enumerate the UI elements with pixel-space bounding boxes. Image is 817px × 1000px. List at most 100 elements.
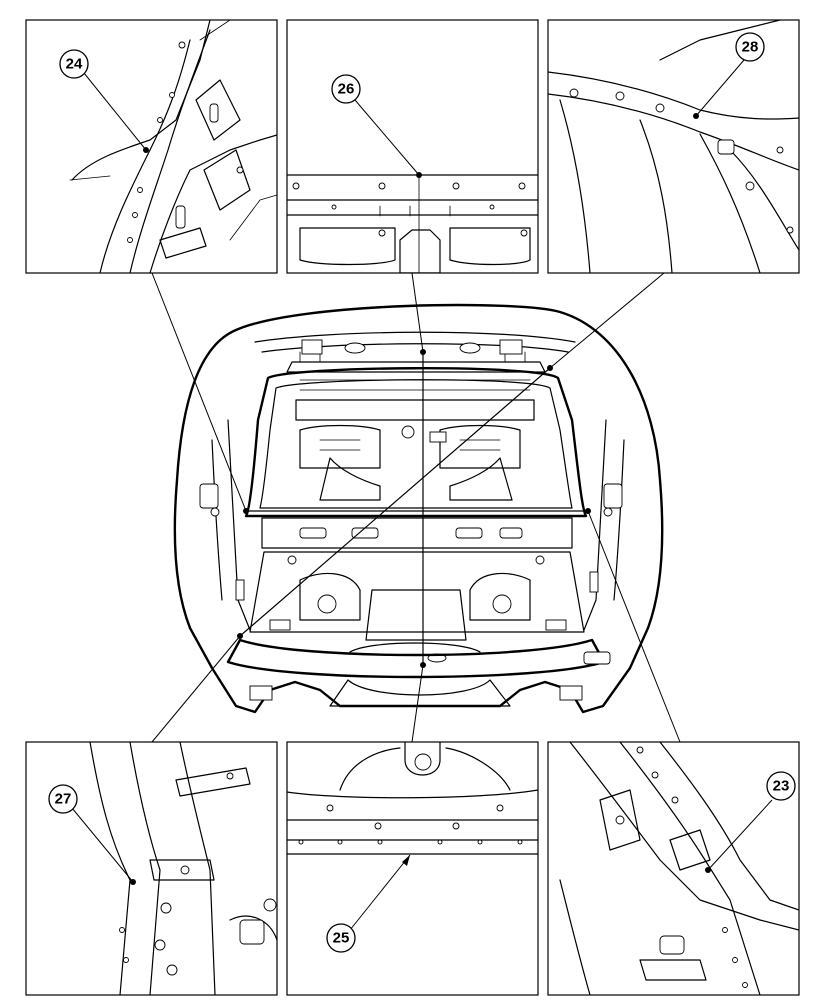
pillar-edge-27 <box>89 742 131 995</box>
bracket-upper <box>195 79 241 141</box>
detail-panel-26: 26 <box>286 19 539 274</box>
rear-window-lines <box>299 379 531 391</box>
leader-26 <box>411 272 424 353</box>
left-side-slot <box>235 579 245 601</box>
callout-circle-24 <box>59 49 89 79</box>
leader-25 <box>411 664 424 743</box>
detail-panel-28: 28 <box>547 19 800 274</box>
panel-seams-24 <box>69 20 231 181</box>
roof-rail-inner <box>548 93 799 171</box>
detail-frame-23 <box>547 741 800 996</box>
center-bracket <box>399 229 441 273</box>
floor-tab-left <box>269 619 291 631</box>
crossmember-brackets <box>299 351 526 363</box>
hole-25-5 <box>477 839 483 845</box>
spare-wheel-tub <box>329 679 511 707</box>
hole-23-5 <box>722 927 728 933</box>
hole-26-1 <box>292 182 300 190</box>
hole-23-7 <box>742 982 748 988</box>
hole-27-8 <box>123 957 129 963</box>
tailgate-opening <box>244 367 588 518</box>
hole-28-4 <box>745 181 755 191</box>
upper-rail-28 <box>659 20 781 61</box>
callout-label-24: 24 <box>66 56 83 73</box>
vehicle-rear-body <box>173 303 664 714</box>
hole-25-8 <box>374 822 382 830</box>
roof-edge-inner <box>261 343 569 353</box>
hole-25-7 <box>326 804 334 812</box>
callout-label-25: 25 <box>333 930 350 947</box>
pillar-edge-outer <box>71 20 211 181</box>
bracket-mid-23 <box>669 829 711 871</box>
left-lamp-bolt <box>210 507 220 517</box>
callout-leader-28 <box>695 59 745 117</box>
cross-panel-slot-4 <box>499 527 523 539</box>
callout-leader-24 <box>83 72 147 151</box>
pillar-flange-28 <box>729 149 799 251</box>
detail-leader-lines <box>151 272 681 743</box>
crossmember-marks <box>379 205 451 217</box>
right-side-slot <box>589 571 599 593</box>
slot-24b <box>209 103 219 123</box>
hole-24-1 <box>137 187 143 193</box>
pillar-flange-27 <box>129 742 161 995</box>
cross-panel-slot-3 <box>455 527 483 539</box>
detail-frame-25 <box>286 741 539 996</box>
seat-cushion-left <box>319 457 381 501</box>
callout-label-28: 28 <box>742 39 759 56</box>
bracket-mid <box>203 149 251 211</box>
callout-circle-25 <box>326 923 356 953</box>
inner-seam-24 <box>229 194 277 241</box>
center-tab-25 <box>404 742 441 776</box>
hole-28-1 <box>569 88 579 98</box>
leader-23 <box>587 510 681 743</box>
inner-edge-23 <box>659 742 799 911</box>
rear-panel <box>226 638 606 679</box>
hole-27-1 <box>226 772 234 780</box>
bracket-mid-27 <box>149 859 215 881</box>
pillar-edge-23 <box>569 742 799 931</box>
hole-23-4 <box>615 815 625 825</box>
hole-25-6 <box>517 839 523 845</box>
hole-23-6 <box>732 957 738 963</box>
left-lamp-recess <box>199 483 219 509</box>
hole-23-2 <box>651 771 659 779</box>
hole-28-5 <box>776 146 784 154</box>
right-bumper-mount <box>583 651 611 665</box>
callout-leader-23 <box>707 799 773 871</box>
hole-25-1 <box>298 839 304 845</box>
hole-27-3 <box>160 902 172 914</box>
hole-25-2 <box>337 839 343 845</box>
slot-23 <box>659 935 685 955</box>
hole-27-4 <box>154 939 166 951</box>
floor-drain-right <box>492 594 512 614</box>
spare-wheel-well-rim <box>365 589 467 641</box>
slot-24a <box>175 205 186 229</box>
detail-panel-27: 27 <box>25 741 278 996</box>
seat-back-right <box>439 424 521 469</box>
callout-leader-25 <box>349 854 411 931</box>
detail-panel-23: 23 <box>547 741 800 996</box>
callout-point-26 <box>416 172 422 178</box>
hole-26-8 <box>520 229 528 237</box>
seat-cushion-right <box>449 457 513 501</box>
callout-circle-27 <box>48 784 78 814</box>
hole-28-2 <box>615 91 625 101</box>
right-lamp-bolt <box>603 507 613 517</box>
panel-recess-left <box>299 227 396 266</box>
cross-panel-slot-1 <box>299 527 327 539</box>
bracket-lower-23 <box>639 959 707 981</box>
pillar-edge <box>99 39 191 273</box>
diagonal-measurement-line <box>239 367 551 637</box>
hole-26-5 <box>331 204 337 210</box>
floor-tab-right <box>545 619 567 631</box>
callout-point-23 <box>705 867 711 873</box>
callout-point-24 <box>143 147 149 153</box>
hole-28-3 <box>655 103 665 113</box>
pillar-flange-23 <box>619 742 761 995</box>
leader-24 <box>151 272 247 512</box>
left-hinge <box>301 339 323 355</box>
pillar-flange <box>129 29 211 273</box>
